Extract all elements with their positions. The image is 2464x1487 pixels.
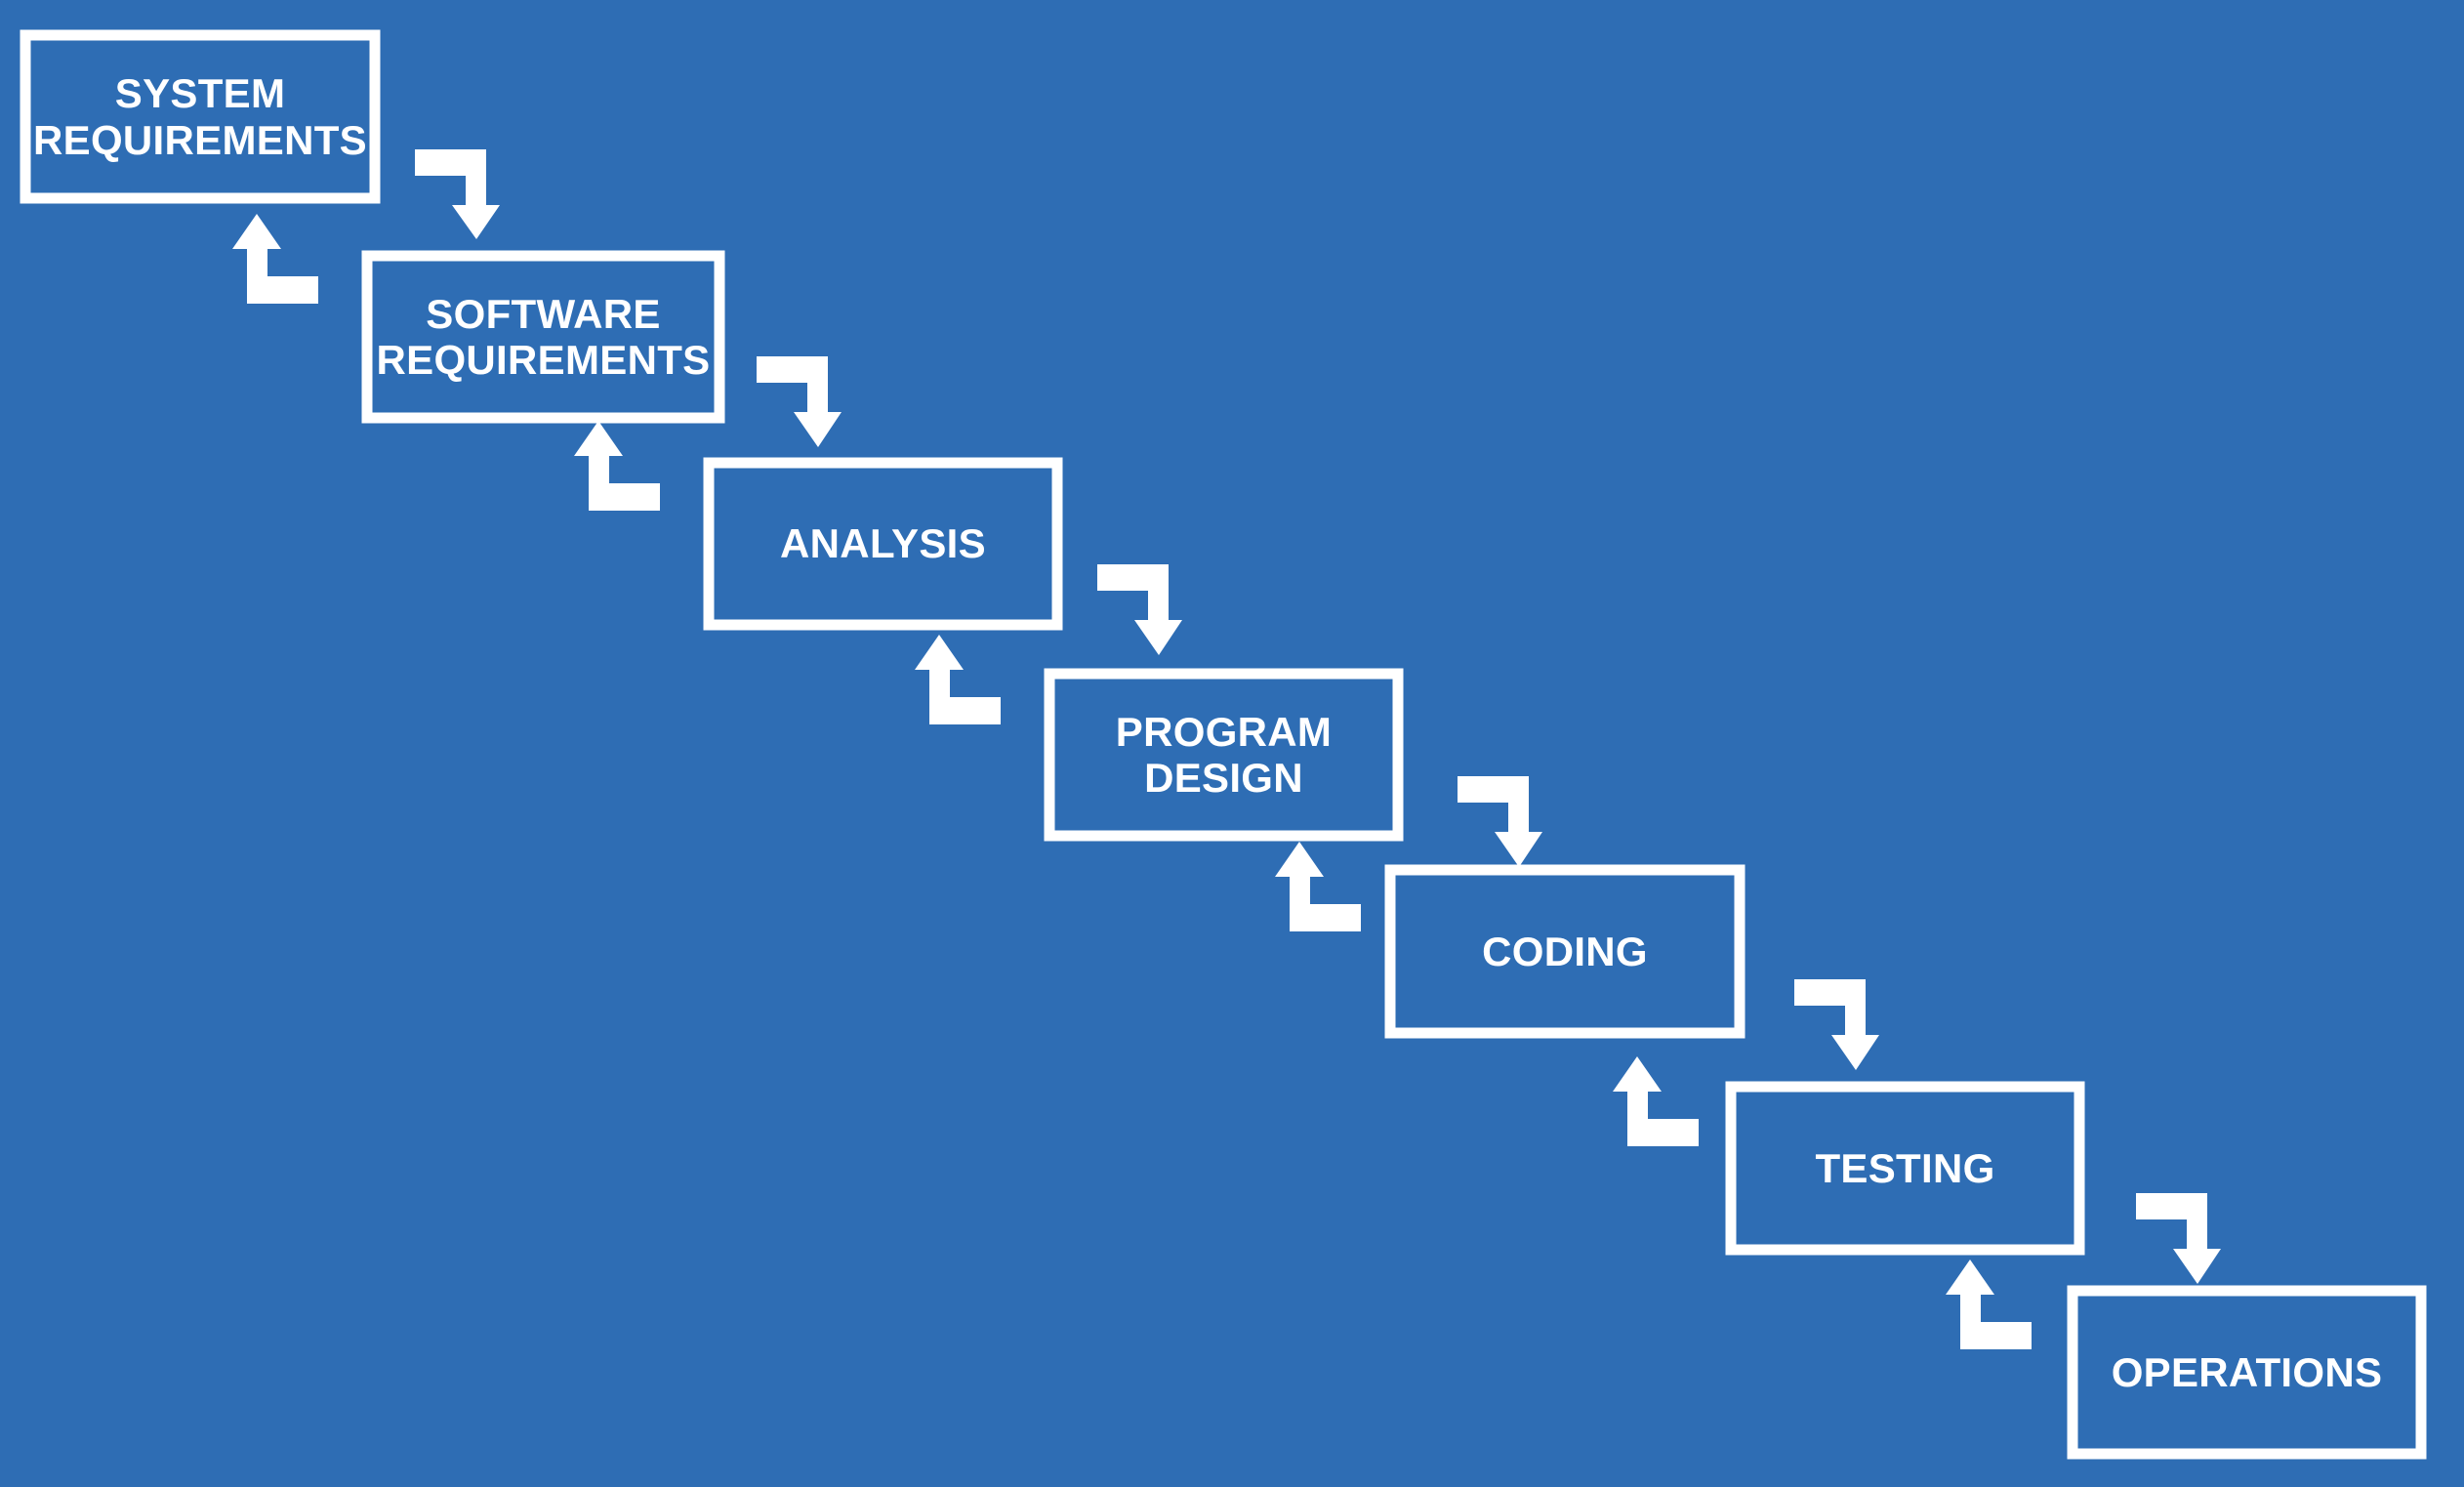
stage-box-software-requirements[interactable] [361, 250, 725, 424]
arrow-down-forward-coding-to-testing-icon [1794, 979, 1879, 1070]
arrow-down-forward-system-to-software-icon [415, 149, 500, 239]
arrow-up-feedback-analysis-to-software-icon [574, 421, 660, 511]
stage-box-operations[interactable] [2067, 1285, 2427, 1460]
stage-boxes-layer [20, 29, 2427, 1460]
arrow-up-feedback-software-to-system-icon [232, 214, 318, 304]
stage-box-analysis[interactable] [703, 457, 1063, 631]
stage-box-program-design[interactable] [1044, 668, 1404, 842]
connectors-layer [232, 149, 2221, 1349]
stage-box-system-requirements[interactable] [20, 29, 381, 204]
arrow-down-forward-testing-to-operations-icon [2136, 1193, 2221, 1284]
arrow-down-forward-program-design-to-coding-icon [1458, 776, 1542, 867]
arrow-up-feedback-operations-to-testing-icon [1946, 1260, 2032, 1349]
arrow-down-forward-analysis-to-program-design-icon [1097, 564, 1182, 655]
arrow-up-feedback-testing-to-coding-icon [1613, 1056, 1699, 1146]
arrow-up-feedback-coding-to-program-design-icon [1275, 842, 1361, 931]
stage-box-testing[interactable] [1725, 1081, 2085, 1256]
arrow-down-forward-software-to-analysis-icon [757, 356, 842, 447]
stage-box-coding[interactable] [1384, 864, 1745, 1039]
arrow-up-feedback-program-design-to-analysis-icon [915, 635, 1001, 724]
